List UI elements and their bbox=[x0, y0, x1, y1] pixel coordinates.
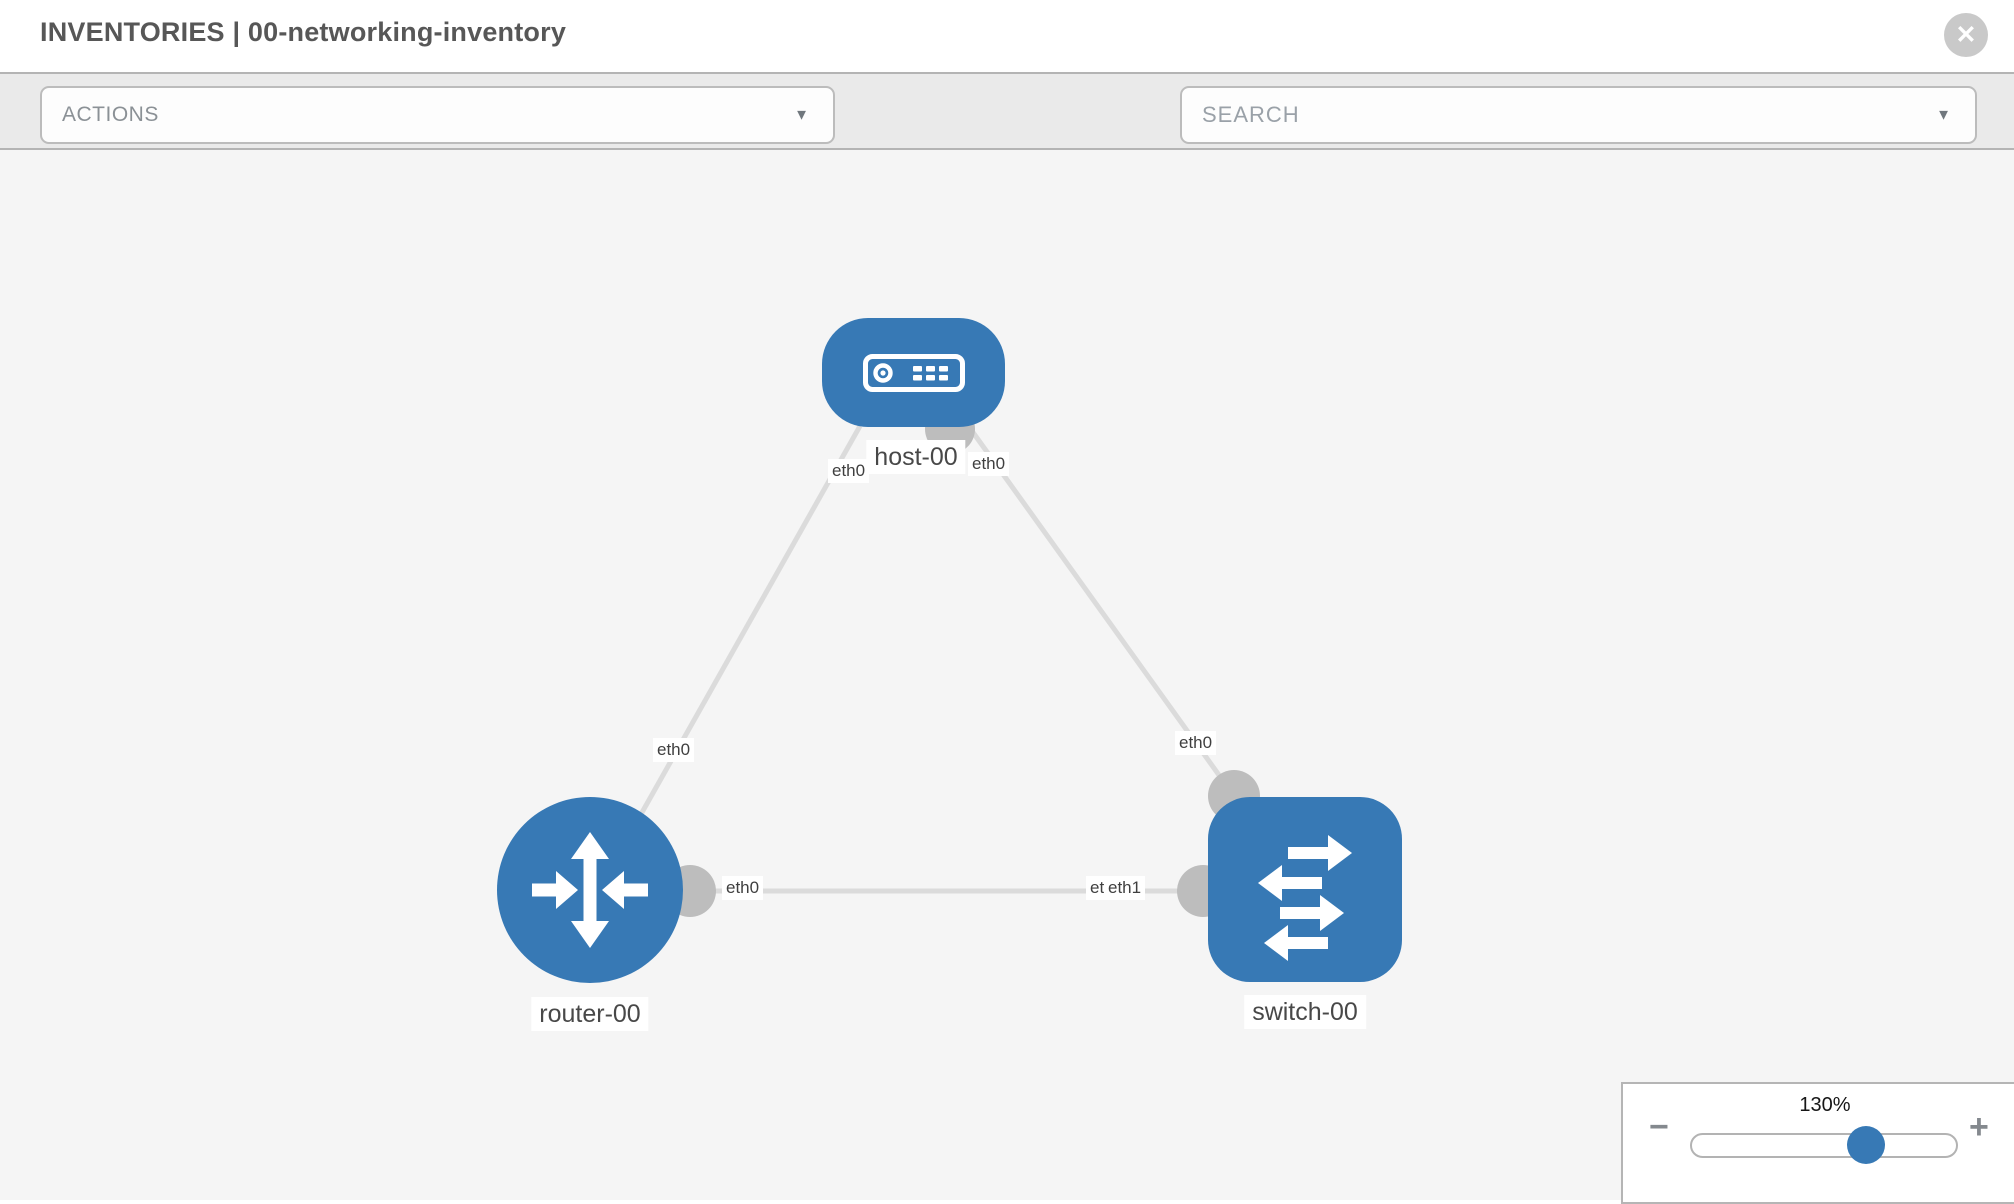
search-placeholder: SEARCH bbox=[1202, 102, 1300, 127]
zoom-level-value: 130% bbox=[1799, 1094, 1851, 1116]
host-icon bbox=[862, 353, 965, 392]
interface-label: eth1 bbox=[1104, 876, 1146, 901]
search-dropdown[interactable]: SEARCH ▼ bbox=[1180, 86, 1977, 144]
switch-icon bbox=[1258, 834, 1352, 961]
node-label-host-00: host-00 bbox=[866, 440, 966, 474]
router-icon bbox=[532, 832, 648, 948]
node-label-router-00: router-00 bbox=[531, 997, 649, 1031]
interface-label: eth0 bbox=[722, 876, 764, 901]
node-switch-00[interactable] bbox=[1208, 797, 1402, 982]
interface-label: eth0 bbox=[828, 459, 870, 484]
links-layer bbox=[637, 404, 1260, 917]
minus-icon: − bbox=[1649, 1108, 1669, 1146]
node-label-switch-00: switch-00 bbox=[1244, 995, 1366, 1029]
topology-canvas[interactable]: eth0 eth0 eth0 eth0 eth0 eth0 eth1 host-… bbox=[0, 150, 2014, 1200]
actions-dropdown-label: ACTIONS bbox=[62, 103, 159, 126]
header: INVENTORIES | 00-networking-inventory ✕ bbox=[0, 0, 2014, 72]
actions-dropdown[interactable]: ACTIONS ▼ bbox=[40, 86, 835, 144]
interface-label: eth0 bbox=[1175, 731, 1217, 756]
close-button[interactable]: ✕ bbox=[1944, 13, 1988, 57]
caret-down-icon: ▼ bbox=[1936, 106, 1951, 124]
zoom-slider-track[interactable] bbox=[1690, 1133, 1958, 1158]
interface-label: eth0 bbox=[653, 738, 695, 763]
zoom-control-panel: 130% − + bbox=[1621, 1082, 2014, 1204]
node-router-00[interactable] bbox=[497, 797, 683, 983]
toolbar: ACTIONS ▼ SEARCH ▼ bbox=[0, 72, 2014, 204]
zoom-out-button[interactable]: − bbox=[1649, 1110, 1669, 1144]
node-host-00[interactable] bbox=[822, 318, 1005, 427]
zoom-slider-handle[interactable] bbox=[1847, 1126, 1885, 1164]
page-title: INVENTORIES | 00-networking-inventory bbox=[40, 17, 567, 47]
caret-down-icon: ▼ bbox=[794, 106, 809, 124]
plus-icon: + bbox=[1969, 1108, 1989, 1146]
interface-label: eth0 bbox=[968, 452, 1010, 477]
close-icon: ✕ bbox=[1955, 20, 1977, 49]
zoom-in-button[interactable]: + bbox=[1969, 1110, 1989, 1144]
